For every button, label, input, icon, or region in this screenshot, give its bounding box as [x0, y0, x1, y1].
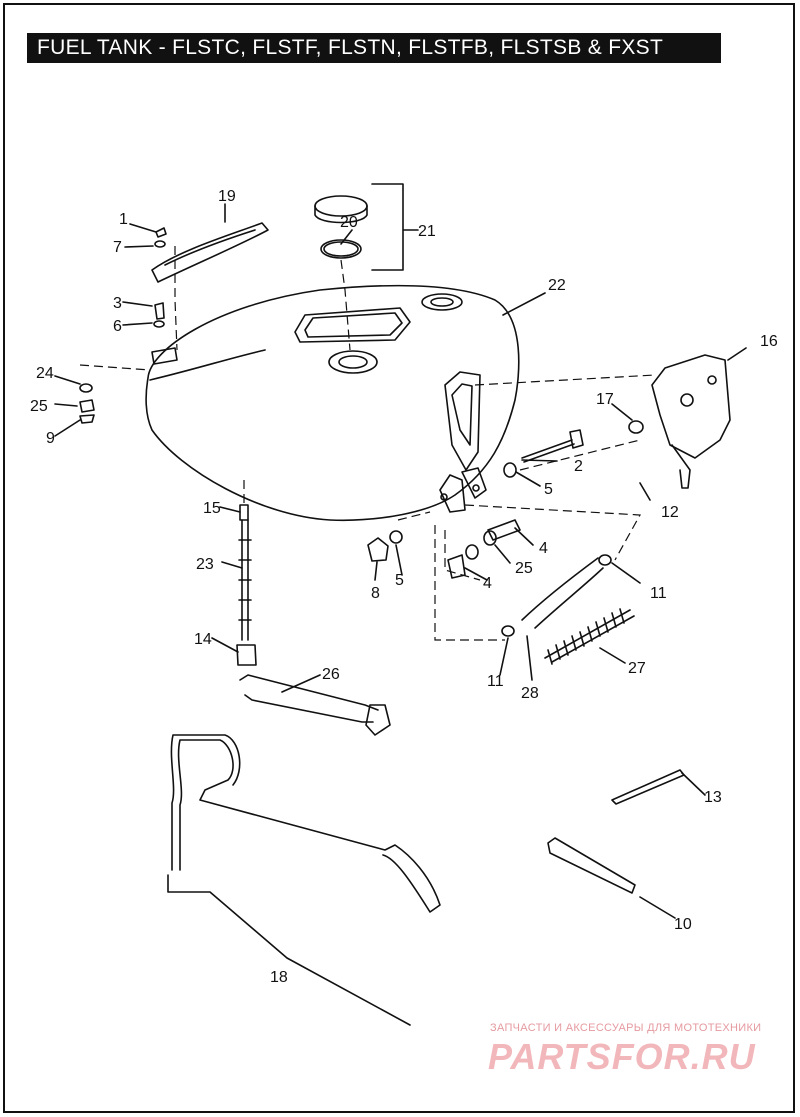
callout-label: 13 [704, 789, 722, 806]
callout-label: 14 [194, 631, 212, 648]
callout-label: 15 [203, 500, 221, 517]
callout-label: 23 [196, 556, 214, 573]
callout-label: 27 [628, 660, 646, 677]
diagram-title: FUEL TANK - FLSTC, FLSTF, FLSTN, FLSTFB,… [27, 33, 721, 63]
watermark-logo: PARTSFOR.RU [488, 1036, 756, 1077]
callout-label: 21 [418, 223, 436, 240]
callout-label: 11 [650, 585, 667, 602]
callout-label: 28 [521, 685, 539, 702]
callout-label: 25 [30, 398, 48, 415]
callout-label: 3 [113, 295, 122, 312]
callout-label: 1 [119, 211, 128, 228]
callout-label: 8 [371, 585, 380, 602]
callout-label: 6 [113, 318, 122, 335]
callout-label: 18 [270, 969, 288, 986]
callout-label: 10 [674, 916, 692, 933]
callout-label: 12 [661, 504, 679, 521]
diagram-frame [3, 3, 795, 1113]
callout-label: 5 [544, 481, 553, 498]
callout-label: 19 [218, 188, 236, 205]
callout-label: 11 [487, 673, 504, 690]
callout-label: 17 [596, 391, 614, 408]
callout-label: 26 [322, 666, 340, 683]
callout-label: 22 [548, 277, 566, 294]
callout-label: 7 [113, 239, 122, 256]
callout-numbers: 1 7 19 20 21 22 3 6 16 24 25 9 17 2 5 12… [30, 188, 778, 986]
callout-label: 4 [483, 575, 492, 592]
callout-label: 2 [574, 458, 583, 475]
callout-label: 5 [395, 572, 404, 589]
callout-label: 16 [760, 333, 778, 350]
callout-label: 24 [36, 365, 54, 382]
watermark-subtitle: ЗАПЧАСТИ И АКСЕССУАРЫ ДЛЯ МОТОТЕХНИКИ [490, 1022, 762, 1034]
callout-label: 4 [539, 540, 548, 557]
callout-label: 20 [340, 214, 358, 231]
callout-label: 9 [46, 430, 55, 447]
callout-label: 25 [515, 560, 533, 577]
console-plate [151, 222, 269, 283]
fuel-tank-shape [145, 284, 520, 522]
